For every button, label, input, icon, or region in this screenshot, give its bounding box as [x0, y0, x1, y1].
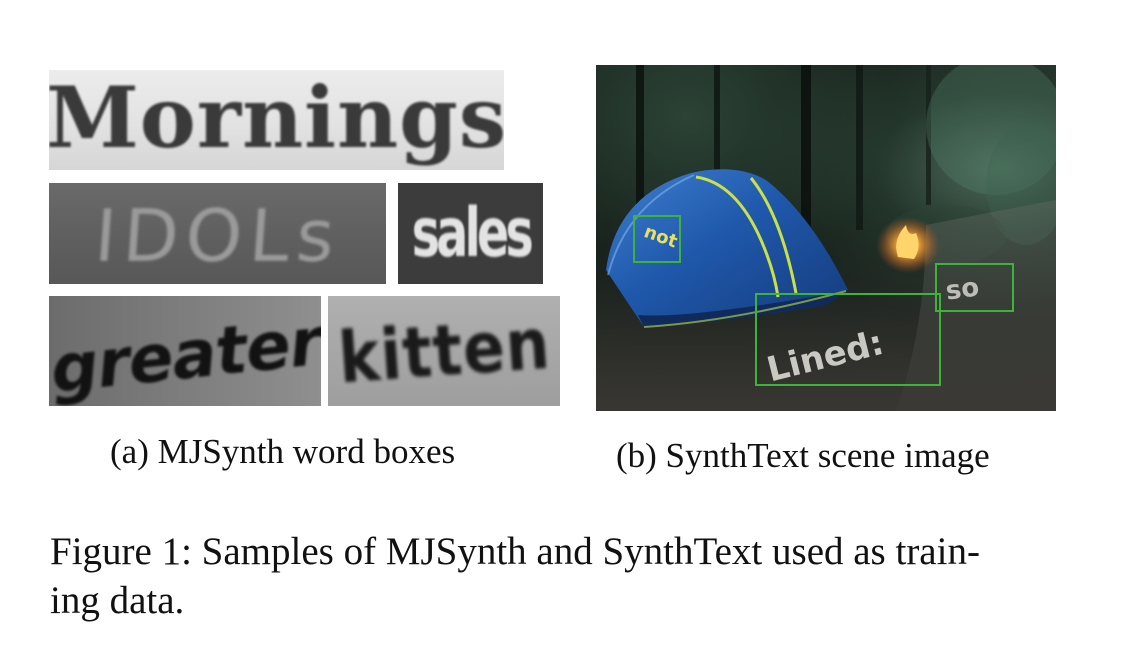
- word-text: sales: [411, 194, 533, 273]
- campfire-icon: [876, 217, 940, 273]
- figure-caption-line-2: ing data.: [50, 579, 185, 622]
- caption-panel-a: (a) MJSynth word boxes: [110, 432, 456, 471]
- word-text: greater: [49, 302, 321, 406]
- scene-word-so: so: [944, 272, 981, 306]
- text-box-so: [935, 263, 1014, 312]
- word-image-kitten: kitten: [328, 296, 560, 406]
- scene-drawing: not Lined: so: [596, 65, 1056, 411]
- word-text: kitten: [335, 302, 553, 400]
- word-image-idols: IDOLs: [49, 183, 386, 284]
- synthtext-scene-image: not Lined: so: [596, 65, 1056, 411]
- word-image-mornings: Mornings: [49, 70, 504, 170]
- word-image-sales: sales: [398, 183, 543, 284]
- tent: [606, 169, 848, 328]
- figure-caption: Figure 1: Samples of MJSynth and SynthTe…: [50, 527, 1090, 625]
- text-box-not: [633, 215, 681, 263]
- caption-panel-b: (b) SynthText scene image: [616, 436, 990, 475]
- word-text: IDOLs: [91, 193, 344, 278]
- word-text: Mornings: [49, 70, 504, 167]
- word-image-greater: greater: [49, 296, 321, 406]
- text-box-lined: [755, 293, 941, 386]
- figure-caption-line-1: Figure 1: Samples of MJSynth and SynthTe…: [50, 530, 980, 573]
